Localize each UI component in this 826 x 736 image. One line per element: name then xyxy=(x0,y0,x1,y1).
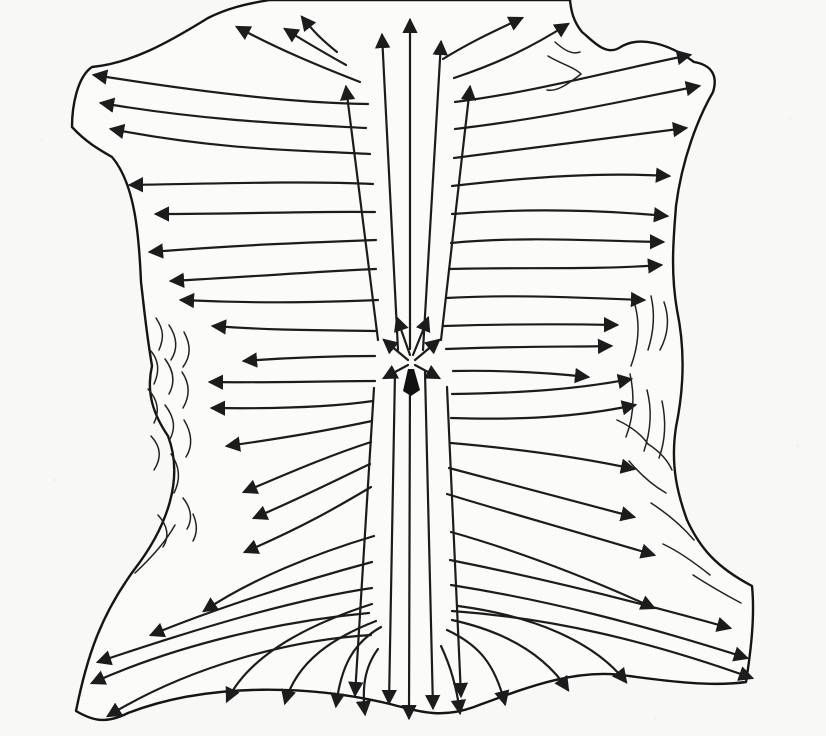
hide-outline xyxy=(72,0,753,720)
